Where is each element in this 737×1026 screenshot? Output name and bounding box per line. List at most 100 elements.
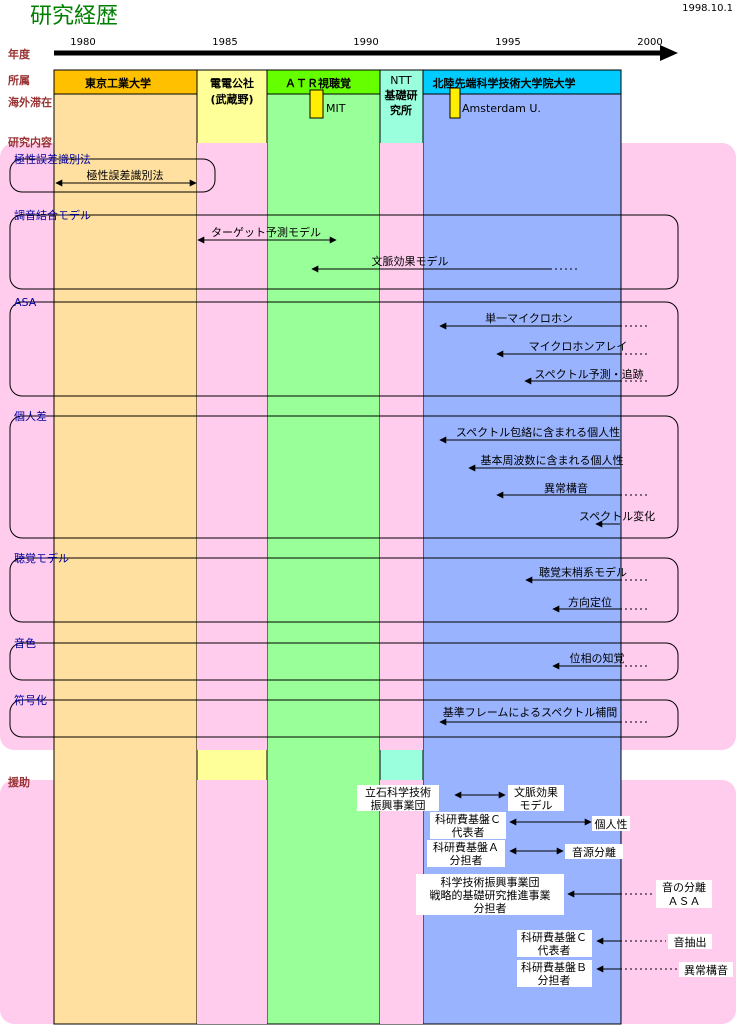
research-group-label: 調音結合モデル (14, 208, 91, 222)
research-group-box (9, 214, 679, 290)
funding-topic-line: 音抽出 (674, 935, 707, 949)
funding-topic-line: 個人性 (595, 817, 628, 831)
research-item-label: 基準フレームによるスペクトル補間 (443, 705, 618, 719)
funding-source-box (517, 930, 592, 957)
research-item-label: 位相の知覚 (570, 651, 625, 665)
funding-row: 科研費基盤Ｃ 代表者 音抽出 (517, 930, 712, 957)
year-tick-label: 1985 (212, 37, 237, 48)
affiliation-label-line3: 究所 (390, 103, 412, 117)
research-item: マイクロホンアレイ (496, 340, 650, 358)
affiliation-label-line2: (武蔵野) (210, 92, 253, 106)
column-tokyo-tech (53, 69, 198, 1025)
affiliation-label: 東京工業大学 (85, 76, 151, 90)
column-atr (266, 69, 381, 1025)
funding-source-box (517, 960, 592, 987)
research-group-label: 聴覚モデル (14, 551, 69, 565)
year-tick-label: 2000 (637, 37, 662, 48)
research-group-box (9, 301, 679, 397)
stay-marker-amsterdam (449, 87, 461, 119)
affiliation-label: 電電公社 (210, 76, 254, 90)
research-item-label: ターゲット予測モデル (211, 225, 321, 239)
header-tokyo-tech (53, 69, 198, 95)
research-group-box (9, 415, 679, 539)
year-axis-arrowhead (660, 45, 678, 61)
research-group-box (9, 557, 679, 623)
row-label-funding: 援助 (8, 775, 30, 789)
funding-source-line: 振興事業団 (371, 798, 426, 812)
research-item-label: 聴覚末梢系モデル (539, 565, 627, 579)
research-item: スペクトル包絡に含まれる個人性 (439, 425, 620, 444)
affiliation-label-line2: 基礎研 (384, 88, 418, 102)
row-label-overseas: 海外滞在 (8, 95, 52, 109)
funding-row: 科研費基盤Ｂ 分担者 異常構音 (517, 960, 733, 987)
page-date: 1998.10.1 (682, 3, 733, 14)
research-item: 基本周波数に含まれる個人性 (468, 453, 624, 472)
research-item: スペクトル変化 (579, 509, 655, 528)
research-item: ターゲット予測モデル (197, 225, 337, 244)
funding-source-line: 科研費基盤Ｃ (521, 930, 587, 944)
research-item-label: 方向定位 (568, 595, 612, 609)
research-group-label: 符号化 (14, 693, 47, 707)
stay-label: MIT (326, 102, 346, 115)
funding-topic-line: モデル (520, 798, 553, 812)
funding-topic-line: ＡＳＡ (668, 895, 701, 908)
research-item: 単一マイクロホン (439, 311, 650, 330)
funding-topic-line: 音源分離 (572, 845, 616, 859)
funding-source-line: 戦略的基礎研究推進事業 (430, 888, 551, 902)
row-label-affiliation: 所属 (8, 73, 30, 87)
funding-source-line: 科研費基盤Ｃ (435, 812, 501, 826)
research-item-label: 文脈効果モデル (372, 254, 449, 268)
funding-topic-line: 異常構音 (684, 963, 728, 977)
funding-topic-box (656, 880, 712, 908)
column-ntt-basic-research-overlay (380, 143, 423, 750)
research-item: 位相の知覚 (552, 651, 650, 670)
research-item-label: スペクトル包絡に含まれる個人性 (456, 425, 620, 439)
column-nttec-research-overlay (197, 143, 267, 750)
funding-source-line: 代表者 (452, 825, 485, 839)
funding-source-line: 代表者 (538, 943, 571, 957)
funding-source-box (427, 840, 505, 867)
affiliation-label: NTT (390, 74, 412, 87)
research-group-box (9, 699, 679, 738)
research-group-label: 極性誤差識別法 (14, 152, 91, 166)
funding-row: 科学技術振興事業団 戦略的基礎研究推進事業 分担者 音の分離 ＡＳＡ (416, 874, 712, 915)
research-item-label: 異常構音 (544, 481, 588, 495)
funding-source-line: 科学技術振興事業団 (441, 875, 540, 889)
research-item: 異常構音 (496, 481, 650, 499)
research-group-label: 個人差 (14, 409, 47, 423)
funding-source-line: 分担者 (474, 901, 507, 915)
stay-label: Amsterdam U. (462, 102, 541, 115)
research-item: 基準フレームによるスペクトル補間 (439, 705, 650, 726)
year-tick-label: 1980 (70, 37, 95, 48)
research-item: 聴覚末梢系モデル (525, 565, 650, 584)
column-ntt-basic-funding-overlay (380, 780, 423, 1024)
research-item-label: スペクトル予測・追跡 (534, 367, 643, 381)
funding-row: 立石科学技術 振興事業団 文脈効果 モデル (357, 785, 564, 812)
research-item-label: マイクロホンアレイ (529, 340, 628, 353)
stay-marker-mit (309, 89, 324, 119)
funding-topic-box (508, 785, 564, 811)
research-item-label: 基本周波数に含まれる個人性 (481, 453, 624, 467)
year-tick-label: 1990 (353, 37, 378, 48)
research-group-label: 音色 (14, 636, 36, 650)
funding-source-line: 科研費基盤Ａ (433, 840, 499, 854)
funding-source-line: 分担者 (450, 853, 483, 867)
research-item-label: 極性誤差識別法 (87, 168, 164, 182)
research-item: スペクトル予測・追跡 (524, 367, 650, 385)
funding-source-line: 科研費基盤Ｂ (521, 960, 587, 974)
research-item: 極性誤差識別法 (55, 168, 197, 187)
funding-source-box (357, 785, 439, 811)
funding-topic-box (565, 844, 623, 859)
research-group-box (9, 158, 216, 193)
research-group-box (9, 642, 679, 681)
affiliation-label: 北陸先端科学技術大学院大学 (433, 76, 576, 90)
research-item-label: スペクトル変化 (579, 509, 655, 523)
funding-topic-line: 文脈効果 (514, 785, 558, 799)
year-tick-label: 1995 (495, 37, 520, 48)
funding-source-box (416, 874, 564, 915)
page-title: 研究経歴 (30, 4, 118, 29)
research-item-label: 単一マイクロホン (485, 311, 573, 325)
funding-row: 科研費基盤Ｃ 代表者 個人性 (430, 812, 630, 839)
funding-topic-box (668, 934, 712, 949)
